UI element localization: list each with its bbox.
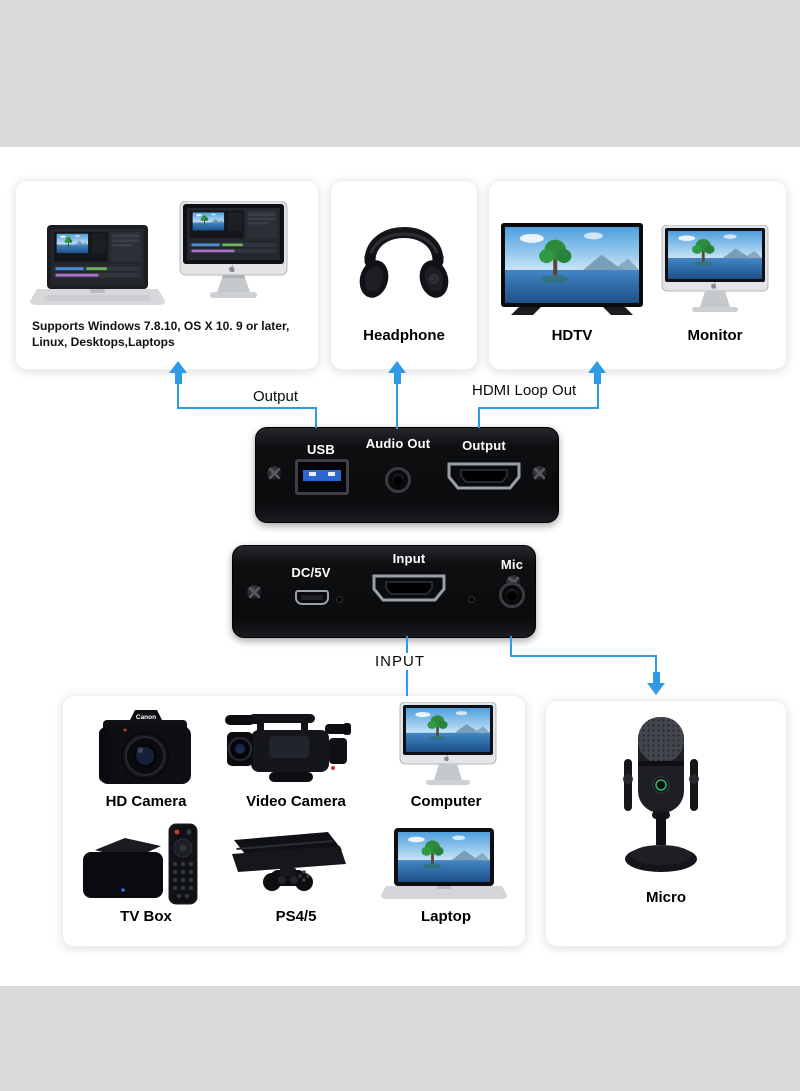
micro-label: Micro bbox=[645, 889, 686, 906]
connector-line bbox=[478, 407, 599, 409]
monitor-icon bbox=[661, 225, 769, 312]
mic-port-label: Mic bbox=[500, 557, 524, 572]
hd-camera-icon: Canon bbox=[99, 710, 191, 784]
connector-line bbox=[510, 636, 512, 657]
ps4-icon bbox=[232, 832, 346, 891]
video-camera-icon bbox=[225, 714, 351, 782]
connector-line bbox=[396, 383, 398, 429]
bottom-gray-band bbox=[0, 986, 800, 1091]
video-camera-label: Video Camera bbox=[246, 793, 346, 810]
top-gray-band bbox=[0, 0, 800, 147]
capture-card-bottom-view: DC/5V Input Mic bbox=[232, 545, 536, 638]
monitor-label: Monitor bbox=[687, 327, 743, 344]
connector-line bbox=[177, 383, 179, 409]
connector-line bbox=[597, 383, 599, 409]
dc-5v-label: DC/5V bbox=[291, 565, 331, 580]
usb-port bbox=[295, 459, 349, 495]
screw-icon bbox=[266, 465, 283, 482]
headphone-card: Headphone bbox=[330, 180, 478, 370]
tv-box-label: TV Box bbox=[120, 908, 172, 925]
laptop-icon bbox=[381, 828, 507, 899]
hdtv-label: HDTV bbox=[551, 327, 593, 344]
micro-card: Micro bbox=[545, 700, 787, 947]
laptop-icon bbox=[30, 225, 165, 305]
usb-port-label: USB bbox=[306, 442, 336, 457]
micro-usb-port bbox=[295, 590, 329, 605]
audio-jack-port bbox=[385, 467, 411, 493]
camera-brand-text: Canon bbox=[136, 714, 156, 721]
port-hole bbox=[468, 596, 475, 603]
arrow-up-icon bbox=[588, 361, 606, 384]
hdmi-input-label: Input bbox=[392, 551, 426, 566]
capture-card-top-view: USB Audio Out Output bbox=[255, 427, 559, 523]
hdmi-loop-out-label: HDMI Loop Out bbox=[472, 382, 577, 399]
ps4-label: PS4/5 bbox=[275, 908, 317, 925]
headphone-label: Headphone bbox=[363, 327, 445, 344]
laptop-label: Laptop bbox=[421, 908, 471, 925]
sources-card: Canon HD Camera bbox=[62, 695, 526, 947]
connector-line bbox=[510, 655, 657, 657]
screw-icon bbox=[531, 465, 548, 482]
mic-jack-port bbox=[499, 582, 525, 608]
hdtv-icon bbox=[501, 223, 643, 315]
connector-line bbox=[315, 407, 317, 428]
microphone-icon bbox=[623, 717, 699, 872]
caption-line-1: Supports Windows 7.8.10, OS X 10. 9 or l… bbox=[32, 319, 290, 333]
audio-out-label: Audio Out bbox=[365, 436, 431, 451]
hdmi-output-label: Output bbox=[462, 438, 506, 453]
connector-line bbox=[177, 407, 317, 409]
supported-systems-caption: Supports Windows 7.8.10, OS X 10. 9 or l… bbox=[32, 318, 308, 350]
connector-line bbox=[478, 407, 480, 428]
input-flow-label: INPUT bbox=[372, 653, 428, 670]
hdmi-port bbox=[372, 574, 446, 602]
tv-box-icon bbox=[83, 823, 198, 905]
imac-icon bbox=[179, 201, 288, 298]
connector-line bbox=[655, 655, 657, 674]
displays-card: HDTV Monitor bbox=[488, 180, 787, 370]
headphones-icon bbox=[359, 227, 449, 298]
computers-card: Supports Windows 7.8.10, OS X 10. 9 or l… bbox=[15, 180, 319, 370]
hd-camera-label: HD Camera bbox=[105, 793, 187, 810]
arrow-up-icon bbox=[388, 361, 406, 384]
port-hole bbox=[336, 596, 343, 603]
computer-label: Computer bbox=[410, 793, 482, 810]
computer-icon bbox=[399, 702, 497, 785]
arrow-up-icon bbox=[169, 361, 187, 384]
hdmi-port bbox=[447, 462, 521, 490]
screw-icon bbox=[246, 584, 263, 601]
caption-line-2: Linux, Desktops,Laptops bbox=[32, 335, 175, 349]
arrow-down-icon bbox=[647, 672, 665, 695]
output-flow-label: Output bbox=[253, 388, 299, 405]
